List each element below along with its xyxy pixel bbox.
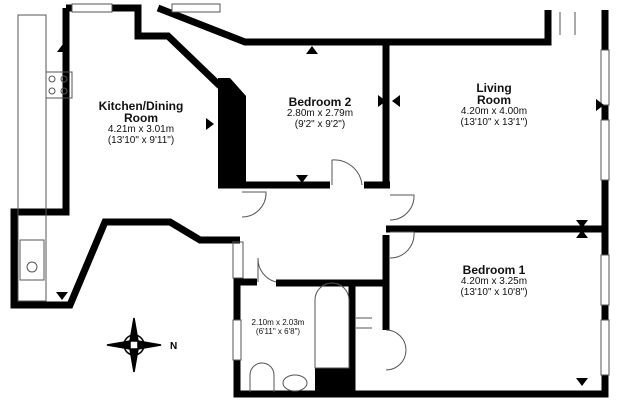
room-size-metric: 2.10m x 2.03m bbox=[251, 318, 305, 327]
room-size-metric: 2.80m x 2.79m bbox=[286, 108, 354, 119]
doors bbox=[232, 12, 576, 371]
hall-cupboard-doors bbox=[356, 317, 372, 329]
right-outer-wall bbox=[233, 10, 609, 398]
room-name: Bedroom 2 bbox=[288, 95, 352, 109]
room-label-bedroom2: Bedroom 2 2.80m x 2.79m (9'2" x 9'2") bbox=[287, 96, 353, 130]
room-name: Kitchen/Dining Room bbox=[98, 99, 184, 125]
bathroom-cupboard bbox=[315, 368, 350, 392]
fixtures bbox=[17, 14, 372, 392]
chimney-breast bbox=[218, 78, 246, 186]
room-size-imperial: (13'10" x 9'11") bbox=[107, 135, 175, 146]
entrance-door bbox=[559, 12, 576, 35]
compass-north-label: N bbox=[170, 341, 178, 352]
kitchen-door bbox=[241, 191, 267, 218]
kitchen-top-wall bbox=[66, 4, 223, 89]
room-size-imperial: (9'2" x 9'2") bbox=[294, 119, 346, 130]
bath bbox=[314, 282, 350, 369]
basin bbox=[282, 374, 308, 392]
room-name: Bedroom 1 bbox=[462, 263, 526, 277]
hall-cupboard bbox=[232, 241, 244, 279]
compass-icon bbox=[106, 317, 162, 373]
sink bbox=[19, 239, 45, 281]
living-window-1 bbox=[600, 49, 610, 106]
room-size-imperial: (6'11" x 6'8") bbox=[255, 327, 301, 336]
room-size-metric: 4.20m x 3.25m bbox=[460, 276, 528, 287]
room-size-metric: 4.20m x 4.00m bbox=[460, 106, 528, 117]
kitchen-window bbox=[71, 3, 113, 13]
bedroom1-window-2 bbox=[600, 319, 610, 376]
measurement-arrows bbox=[56, 44, 604, 386]
living-window-2 bbox=[600, 119, 610, 181]
bathroom-door bbox=[257, 257, 277, 283]
bedroom2-door bbox=[331, 159, 363, 186]
walls bbox=[10, 4, 609, 398]
living-door bbox=[389, 194, 415, 221]
room-size-imperial: (13'10" x 10'8") bbox=[460, 287, 528, 298]
room-size-imperial: (13'10" x 13'1") bbox=[460, 117, 528, 128]
room-size-metric: 4.21m x 3.01m bbox=[107, 124, 175, 135]
bedroom2-window bbox=[171, 3, 221, 13]
room-label-bedroom1: Bedroom 1 4.20m x 3.25m (13'10" x 10'8") bbox=[460, 264, 527, 298]
room-label-living: Living Room 4.20m x 4.00m (13'10" x 13'1… bbox=[460, 82, 527, 128]
kitchen-counter bbox=[17, 14, 47, 302]
kitchen-outer-wall bbox=[10, 8, 240, 309]
bathroom-window bbox=[232, 319, 242, 361]
room-label-kitchen: Kitchen/Dining Room 4.21m x 3.01m (13'10… bbox=[96, 100, 186, 146]
room-name: Living Room bbox=[476, 81, 512, 107]
wardrobe-doors bbox=[385, 329, 407, 371]
bedroom2-diagonal-wall bbox=[156, 4, 552, 46]
room-label-bathroom: 2.10m x 2.03m (6'11" x 6'8") bbox=[252, 318, 305, 336]
windows bbox=[71, 3, 610, 376]
toilet bbox=[249, 362, 275, 392]
bedroom1-door bbox=[389, 231, 415, 259]
bedroom1-window-1 bbox=[600, 254, 610, 306]
